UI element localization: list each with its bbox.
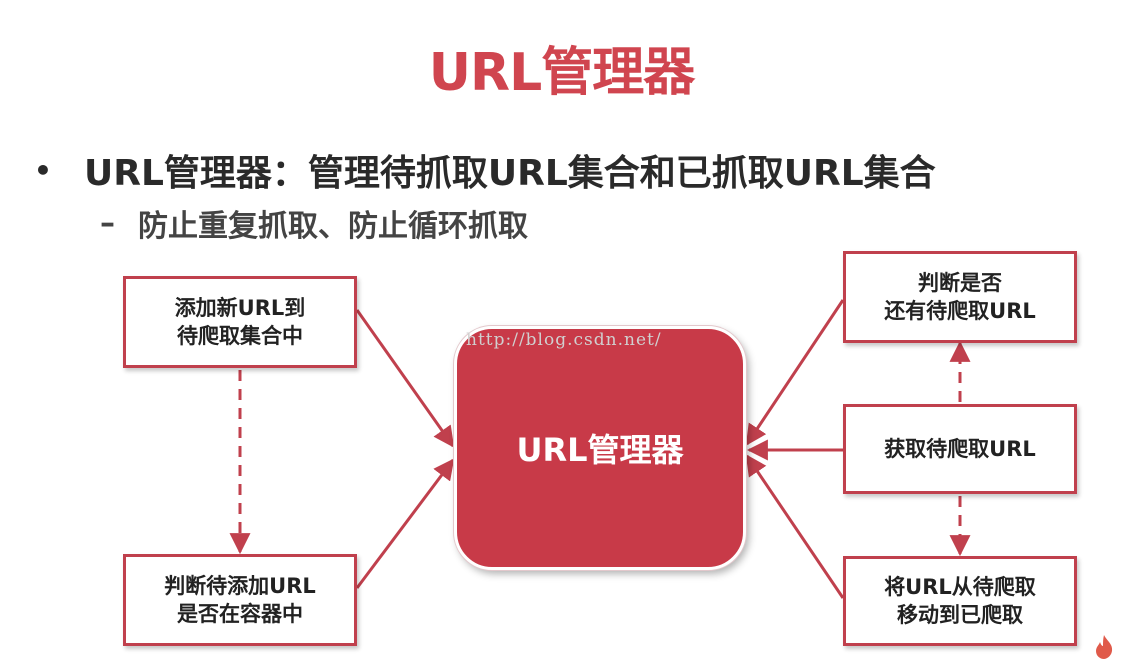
flame-icon [1092,634,1116,666]
box-add-new-url: 添加新URL到 待爬取集合中 [123,276,357,368]
bullet-item: • URL管理器：管理待抓取URL集合和已抓取URL集合 [34,142,936,198]
watermark-text: http://blog.csdn.net/ [466,330,662,350]
box-check-url-exists-line1: 判断待添加URL [164,574,316,598]
bullet-marker: • [34,153,52,187]
box-get-pending-url-line1: 获取待爬取URL [884,437,1036,461]
box-add-new-url-line2: 待爬取集合中 [176,324,303,348]
box-check-pending-url: 判断是否 还有待爬取URL [843,251,1077,343]
box-move-url-crawled-line1: 将URL从待爬取 [884,575,1036,599]
box-check-pending-url-line2: 还有待爬取URL [884,299,1036,323]
arrow-pending-to-manager [745,299,845,446]
bullet-text: URL管理器：管理待抓取URL集合和已抓取URL集合 [84,153,936,194]
sub-bullet-item: – 防止重复抓取、防止循环抓取 [100,200,528,246]
box-add-new-url-line1: 添加新URL到 [174,296,306,320]
sub-bullet-text: 防止重复抓取、防止循环抓取 [138,209,528,244]
url-manager-node-label: URL管理器 [516,431,684,469]
arrow-check-to-manager [355,458,455,589]
arrow-add-to-manager [355,309,455,448]
box-check-pending-url-line1: 判断是否 [917,271,1002,295]
box-move-url-crawled: 将URL从待爬取 移动到已爬取 [843,556,1077,646]
url-manager-node: URL管理器 [454,326,746,570]
box-check-url-exists: 判断待添加URL 是否在容器中 [123,554,357,646]
arrow-move-to-manager [745,454,845,599]
box-move-url-crawled-line2: 移动到已爬取 [896,603,1023,627]
sub-bullet-marker: – [100,205,115,241]
slide-title: URL管理器 [428,43,695,103]
box-check-url-exists-line2: 是否在容器中 [176,602,303,626]
box-get-pending-url: 获取待爬取URL [843,404,1077,494]
